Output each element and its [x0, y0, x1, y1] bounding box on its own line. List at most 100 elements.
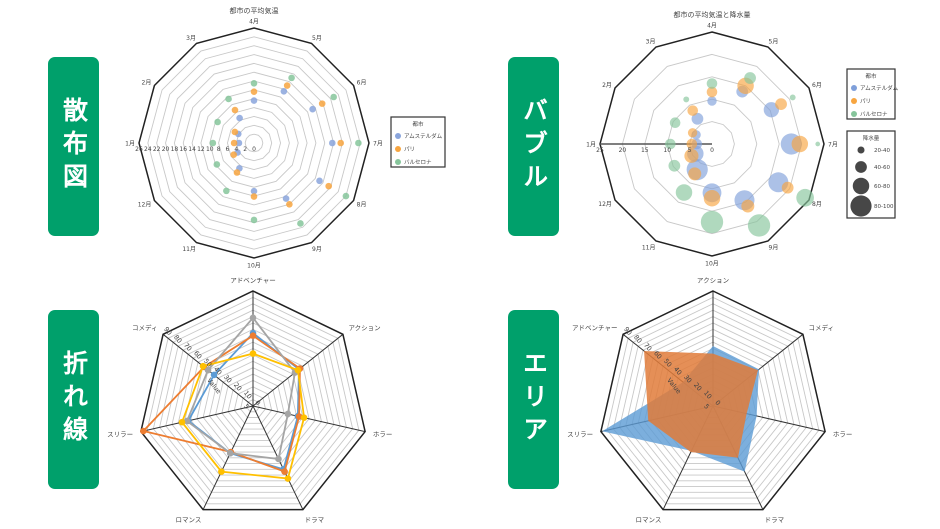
radial-axis	[140, 405, 254, 433]
data-point	[223, 187, 230, 195]
tick-label: 50	[202, 357, 213, 368]
data-point	[210, 371, 218, 379]
tick-label: 70	[182, 341, 193, 352]
tick-label: 10	[663, 147, 671, 154]
grid-ring	[159, 309, 347, 493]
data-point	[294, 366, 302, 374]
grid-ring	[171, 322, 335, 482]
data-point	[796, 188, 814, 207]
data-point	[342, 192, 350, 200]
axis-label: 10月	[705, 261, 719, 268]
axis-label: 12月	[598, 201, 612, 208]
data-point	[236, 114, 243, 122]
size-legend-marker	[850, 195, 872, 217]
outer-ring	[599, 31, 825, 257]
tick-label: 30	[222, 373, 233, 384]
data-point	[183, 417, 191, 425]
data-point	[700, 210, 724, 234]
data-point	[309, 105, 316, 113]
chart-line-3: アドベンチャーアクションホラードラマロマンススリラーコメディ0510203040…	[107, 277, 392, 525]
grid-ring	[244, 133, 264, 153]
legend-marker	[851, 98, 857, 104]
size-legend-item: 40-60	[874, 165, 890, 171]
data-point	[275, 455, 282, 463]
data-point	[686, 138, 698, 150]
axis-label: アクション	[349, 324, 381, 332]
scatter-label: 散布図	[48, 57, 99, 236]
series-4	[178, 350, 308, 482]
data-point	[684, 148, 699, 163]
grid-ring	[621, 53, 803, 235]
axis-label: 4月	[249, 19, 259, 26]
data-point	[250, 216, 258, 224]
size-legend-marker	[855, 161, 867, 173]
legend-item: バルセロナ	[860, 111, 888, 118]
axis-label: アクション	[697, 277, 729, 285]
data-point	[284, 475, 292, 482]
area-label-text: エリア	[519, 350, 549, 449]
bubble-label: バブル	[508, 57, 559, 236]
grid-ring	[612, 303, 814, 499]
data-point	[763, 102, 780, 118]
tick-label: 5	[702, 403, 711, 411]
data-point	[284, 410, 292, 418]
grid-ring	[200, 89, 308, 197]
legend-box	[390, 116, 446, 168]
axis-label: コメディ	[132, 323, 158, 332]
tick-label: 80	[632, 333, 643, 344]
data-point	[213, 161, 221, 168]
data-point	[249, 314, 257, 322]
data-point	[330, 93, 337, 101]
tick-label: 60	[192, 349, 203, 360]
area-fill	[644, 351, 758, 458]
grid-ring	[165, 316, 341, 488]
data-point	[775, 98, 787, 111]
data-point	[281, 468, 288, 475]
axis-label: 1月	[125, 141, 135, 148]
tick-label: 80	[172, 333, 183, 344]
axis-label: ロマンス	[635, 516, 661, 524]
bubble-label-text: バブル	[519, 97, 549, 196]
data-point	[250, 187, 258, 195]
tick-label: 0	[252, 146, 256, 153]
data-point	[204, 366, 212, 374]
axis-label: 6月	[357, 80, 367, 87]
grid-ring	[625, 316, 801, 488]
tick-label: 25	[596, 147, 604, 154]
tick-label: 20	[692, 381, 703, 392]
axis-label: スリラー	[107, 431, 133, 439]
tick-label: 20	[232, 381, 243, 392]
legend-item: パリ	[404, 146, 415, 153]
data-point	[691, 112, 704, 125]
tick-label: 40	[672, 365, 683, 376]
axis-label: ホラー	[833, 431, 853, 439]
tick-label: 24	[144, 146, 152, 153]
axis-label: 11月	[182, 246, 196, 253]
axis-label: 1月	[586, 142, 596, 149]
scatter-label-text: 散布図	[59, 97, 89, 196]
legend-marker	[395, 146, 401, 152]
area-label: エリア	[508, 310, 559, 489]
data-point	[199, 362, 207, 370]
axis-label: 12月	[138, 202, 152, 209]
grid-ring	[240, 392, 266, 418]
axis-label: 3月	[646, 38, 656, 45]
line-label: 折れ線	[48, 310, 99, 489]
axis-label: 7月	[828, 142, 838, 149]
legend-marker	[395, 133, 401, 139]
data-point	[250, 79, 258, 87]
series-1	[234, 87, 336, 202]
tick-label: 0	[713, 399, 722, 407]
data-point	[781, 181, 794, 194]
axis-label: 10月	[247, 263, 261, 270]
size-legend-marker	[852, 177, 870, 195]
data-point	[815, 141, 821, 147]
data-point	[668, 159, 681, 172]
data-point	[140, 427, 147, 435]
axis-label: ドラマ	[305, 516, 325, 524]
grid-ring	[208, 360, 298, 447]
axis-label: 8月	[357, 202, 367, 209]
series-line	[185, 316, 296, 460]
